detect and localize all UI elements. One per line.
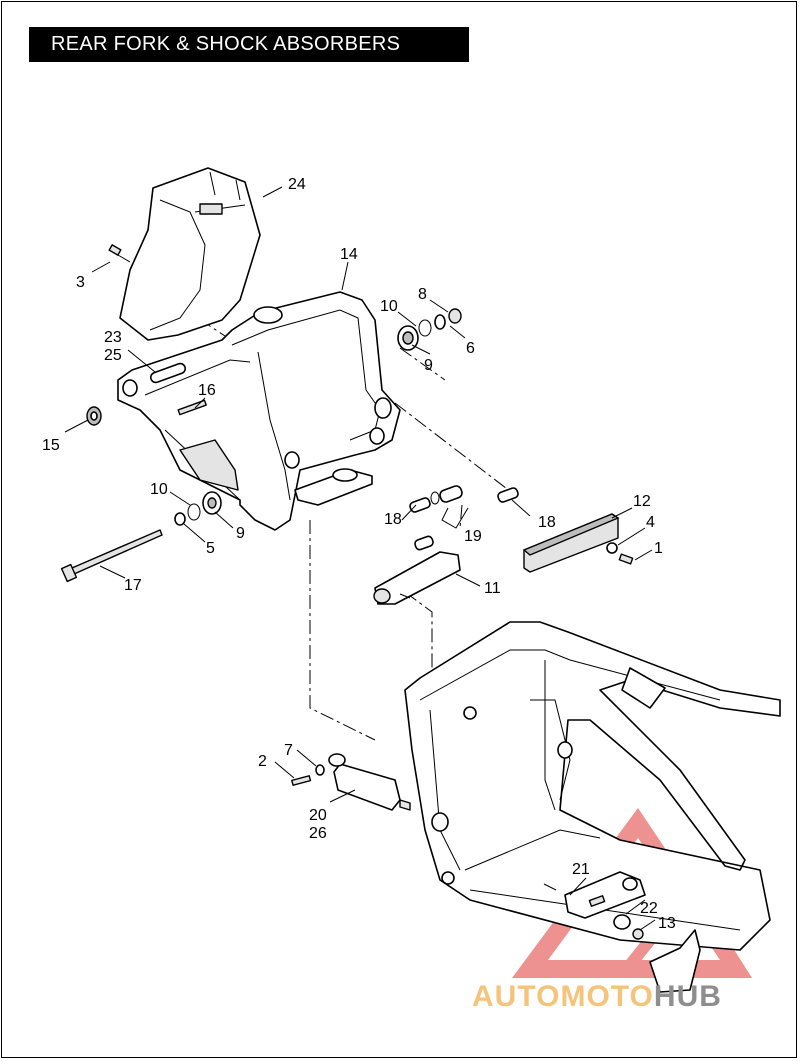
part-3-screw	[108, 244, 131, 263]
callout-2: 2	[258, 753, 267, 770]
watermark-text: AUTOMOTOHUB	[472, 980, 722, 1014]
part-24-cover	[119, 167, 261, 341]
callout-12: 12	[633, 493, 651, 510]
motorcycle-frame	[404, 621, 781, 993]
parts-13-21-22-bracket	[543, 871, 646, 940]
callout-17: 17	[124, 577, 142, 594]
callout-24: 24	[288, 176, 306, 193]
callout-9b: 9	[236, 525, 245, 542]
part-17-axle-bolt	[60, 529, 163, 583]
callout-numbers: 24 3 14 8 10 6 9 23 25 16 15 10 5 9 17 1…	[42, 176, 676, 932]
parts-18-19-bushings	[409, 485, 519, 551]
parts-2-7-screw-washer	[291, 764, 325, 786]
callout-18a: 18	[384, 511, 402, 528]
callout-23: 23	[104, 329, 122, 346]
title-bar: REAR FORK & SHOCK ABSORBERS	[29, 27, 469, 62]
parts-5-9-10-left-bearing-stack	[174, 491, 222, 526]
watermark-text-part2: HUB	[653, 980, 722, 1013]
part-23-25-shaft	[149, 362, 187, 384]
parts-1-4-washer-screw	[606, 542, 634, 565]
callout-9a: 9	[424, 357, 433, 374]
callout-13: 13	[658, 915, 676, 932]
page-title: REAR FORK & SHOCK ABSORBERS	[51, 33, 401, 55]
part-11-shock-bracket	[373, 551, 461, 605]
callout-16: 16	[198, 382, 216, 399]
callout-15: 15	[42, 437, 60, 454]
callout-10a: 10	[380, 298, 398, 315]
leader-lines	[64, 186, 656, 931]
part-20-26-shock-absorber	[328, 753, 411, 811]
part-14-rear-fork	[117, 291, 401, 531]
callout-22: 22	[640, 900, 658, 917]
callout-11: 11	[484, 580, 501, 597]
part-12-bumper-block	[522, 513, 620, 573]
callout-14: 14	[340, 246, 358, 263]
watermark-text-part1: AUTOMOTO	[472, 980, 654, 1013]
callout-4: 4	[646, 514, 655, 531]
callout-19: 19	[464, 528, 482, 545]
callout-8: 8	[418, 286, 427, 303]
callout-5: 5	[206, 540, 215, 557]
part-15-nut	[86, 406, 102, 426]
callout-7: 7	[284, 742, 293, 759]
parts-6-8-9-10-bearing-stack	[397, 308, 462, 351]
callout-10b: 10	[150, 481, 168, 498]
callout-21: 21	[572, 861, 590, 878]
callout-18b: 18	[538, 514, 556, 531]
callout-1: 1	[654, 540, 663, 557]
callout-6: 6	[466, 340, 475, 357]
callout-3: 3	[76, 274, 85, 291]
callout-26: 26	[309, 825, 327, 842]
callout-25: 25	[104, 347, 122, 364]
callout-20: 20	[309, 807, 327, 824]
